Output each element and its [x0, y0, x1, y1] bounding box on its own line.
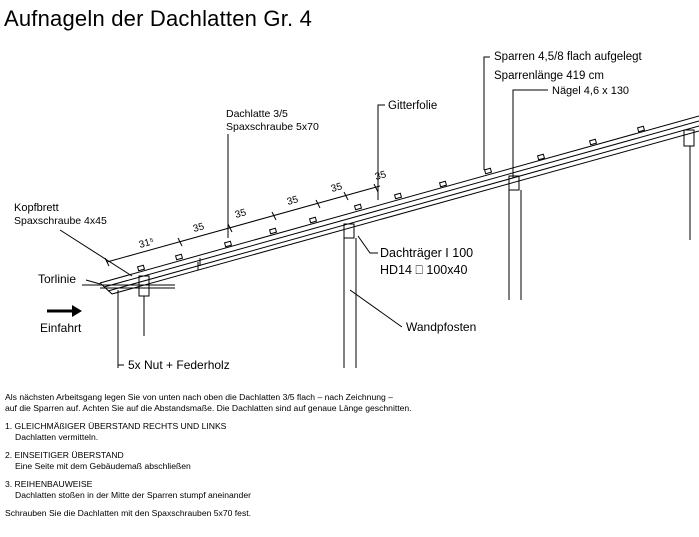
rafter-bottom-line — [111, 130, 699, 295]
sparrenlaenge-label: Sparrenlänge 419 cm — [494, 70, 604, 82]
far-right-bracket — [683, 129, 695, 147]
instruction-text: Als nächsten Arbeitsgang legen Sie von u… — [5, 392, 695, 519]
rafter-top-line — [99, 115, 699, 284]
sparren-label: Sparren 4,5/8 flach aufgelegt — [494, 51, 642, 63]
dimension-label: 35 — [286, 194, 300, 208]
einfahrt-label: Einfahrt — [40, 321, 82, 335]
wandpfosten-label: Wandpfosten — [406, 320, 476, 334]
spaxschraube-4x45-label: Spaxschraube 4x45 — [14, 215, 107, 227]
item-heading: 1. GLEICHMÄßIGER ÜBERSTAND RECHTS UND LI… — [5, 421, 227, 431]
item-text: Dachlatten stoßen in der Mitte der Sparr… — [15, 490, 251, 500]
intro-line: Als nächsten Arbeitsgang legen Sie von u… — [5, 392, 393, 402]
einfahrt-arrow-head — [72, 305, 82, 317]
dimension-label: 35 — [192, 221, 206, 235]
rafter-line-2 — [103, 120, 699, 288]
closing-line: Schrauben Sie die Dachlatten mit den Spa… — [5, 508, 252, 518]
dachtraeger-bracket — [343, 223, 355, 239]
hd14-label: HD14 ⎕ 100x40 — [380, 263, 467, 277]
item-text: Dachlatten vermitteln. — [15, 432, 99, 442]
item-text: Eine Seite mit dem Gebäudemaß abschließe… — [15, 461, 191, 471]
intro-line: auf die Sparren auf. Achten Sie auf die … — [5, 403, 412, 413]
nut-feder-label: 5x Nut + Federholz — [128, 358, 230, 372]
right-bracket — [508, 175, 520, 191]
item-heading: 2. EINSEITIGER ÜBERSTAND — [5, 450, 124, 460]
dimension-line — [106, 185, 381, 263]
gitterfolie-label: Gitterfolie — [388, 100, 437, 112]
spaxschraube-5x70-label: Spaxschraube 5x70 — [226, 121, 319, 133]
kopfbrett-label: Kopfbrett — [14, 202, 59, 214]
dimension-label-first: 31⁵ — [138, 236, 156, 251]
dimension-label: 35 — [330, 181, 344, 195]
roof-section-drawing: Sparren 4,5/8 flach aufgelegt Sparrenlän… — [14, 51, 699, 372]
dachlatte-label: Dachlatte 3/5 — [226, 108, 288, 120]
torlinie-label: Torlinie — [38, 272, 76, 286]
rafter-line-3 — [107, 125, 699, 292]
dimension-label: 35 — [374, 169, 388, 183]
page-title: Aufnageln der Dachlatten Gr. 4 — [4, 6, 313, 31]
dachtraeger-label: Dachträger I 100 — [380, 246, 473, 260]
naegel-label: Nägel 4,6 x 130 — [552, 85, 629, 97]
dimension-label: 35 — [234, 207, 248, 221]
lath-marks — [136, 125, 646, 272]
item-heading: 3. REIHENBAUWEISE — [5, 479, 93, 489]
